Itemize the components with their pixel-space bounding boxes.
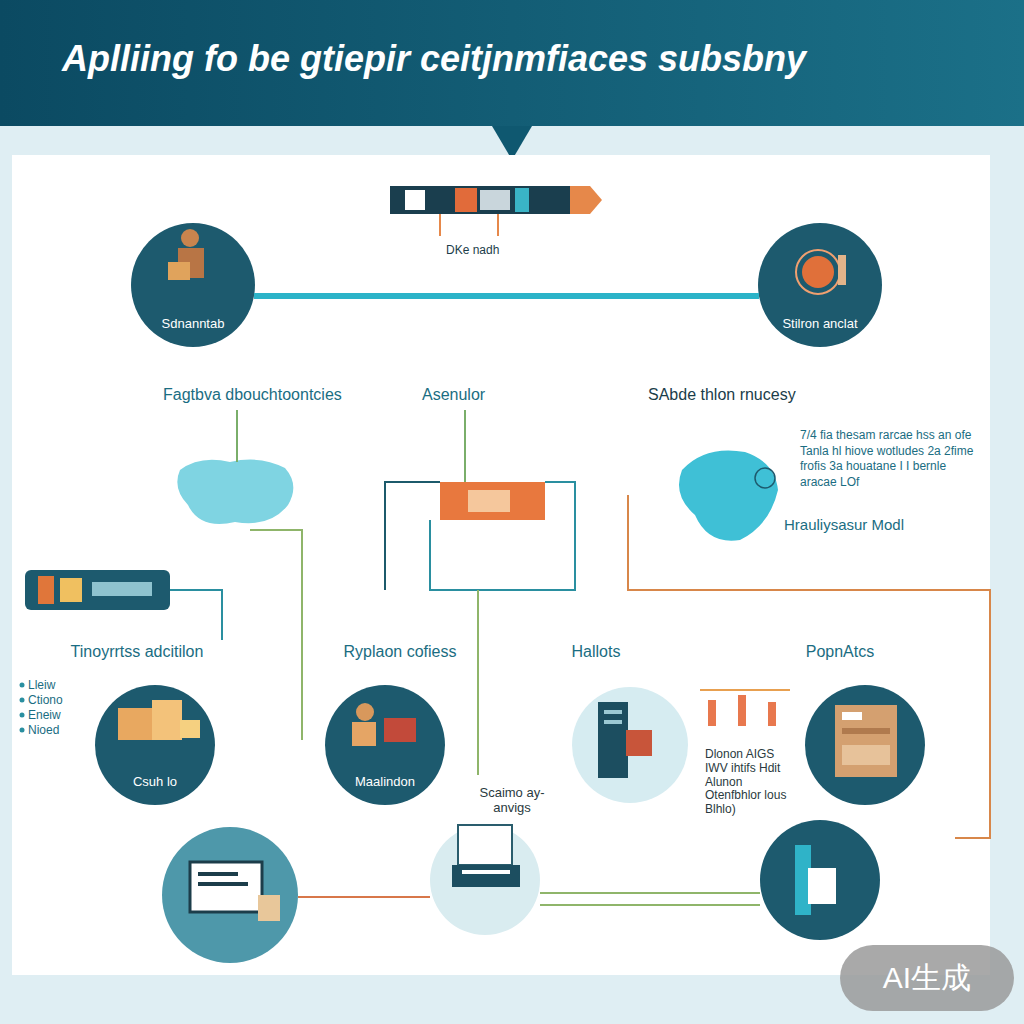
pointer xyxy=(492,126,532,160)
panel xyxy=(12,155,990,975)
list-item: Ctiono xyxy=(28,693,63,707)
list-bullets xyxy=(20,683,25,733)
circle-node: Ryplaon cofiessMaalindon xyxy=(325,685,445,805)
orange-box xyxy=(385,482,575,590)
node-heading: Ryplaon cofiess xyxy=(300,643,500,661)
note-label: Hrauliysasur Modl xyxy=(784,516,904,533)
pill-bar xyxy=(390,186,602,236)
device xyxy=(25,570,170,610)
note-label: SAbde thlon rnucesy xyxy=(648,386,796,404)
node-heading: Tinoyrrtss adcitilon xyxy=(27,643,247,661)
circle-node: Tinoyrrtss adcitilonCsuh lo xyxy=(95,685,215,805)
title-bar xyxy=(0,0,1024,126)
node-heading: Scaimo ay- anvigs xyxy=(467,785,557,815)
list-item: Eneiw xyxy=(28,708,61,722)
node-heading: PopnAtcs xyxy=(765,643,915,661)
circle-fills xyxy=(95,223,925,963)
circle-node: Hallots xyxy=(572,687,688,803)
node-label: Sdnanntab xyxy=(162,316,225,331)
circle-icons xyxy=(118,229,897,921)
title: Aplliing fo be gtiepir ceitjnmfiaces sub… xyxy=(62,38,806,80)
map-blob xyxy=(679,450,778,540)
node-label: Maalindon xyxy=(355,774,415,789)
circle-node: Stilron anclat xyxy=(758,223,882,347)
node-label: Stilron anclat xyxy=(782,316,857,331)
connector xyxy=(254,293,759,299)
note-label: Fagtbva dbouchtoontcies xyxy=(163,386,342,404)
circle-node: PopnAtcs xyxy=(805,685,925,805)
watermark: AI生成 xyxy=(840,945,1014,1011)
list-item: Nioed xyxy=(28,723,59,737)
list-item: Lleiw xyxy=(28,678,55,692)
chart-icon xyxy=(708,695,776,726)
note-label: Dlonon AIGS IWV ihtifs Hdit Alunon Otenf… xyxy=(705,748,791,817)
circle-node: Scaimo ay- anvigs xyxy=(430,825,540,935)
circle-node: Sdnanntab xyxy=(131,223,255,347)
wires xyxy=(170,410,990,905)
note-label: DKe nadh xyxy=(446,243,499,257)
map-blob xyxy=(177,460,293,524)
node-heading: Hallots xyxy=(521,643,671,661)
watermark-pill xyxy=(840,945,1014,1011)
note-label: Asenulor xyxy=(422,386,485,404)
node-label: Csuh lo xyxy=(133,774,177,789)
note-label: 7/4 fia thesam rarcae hss an ofe Tanla h… xyxy=(800,428,985,490)
